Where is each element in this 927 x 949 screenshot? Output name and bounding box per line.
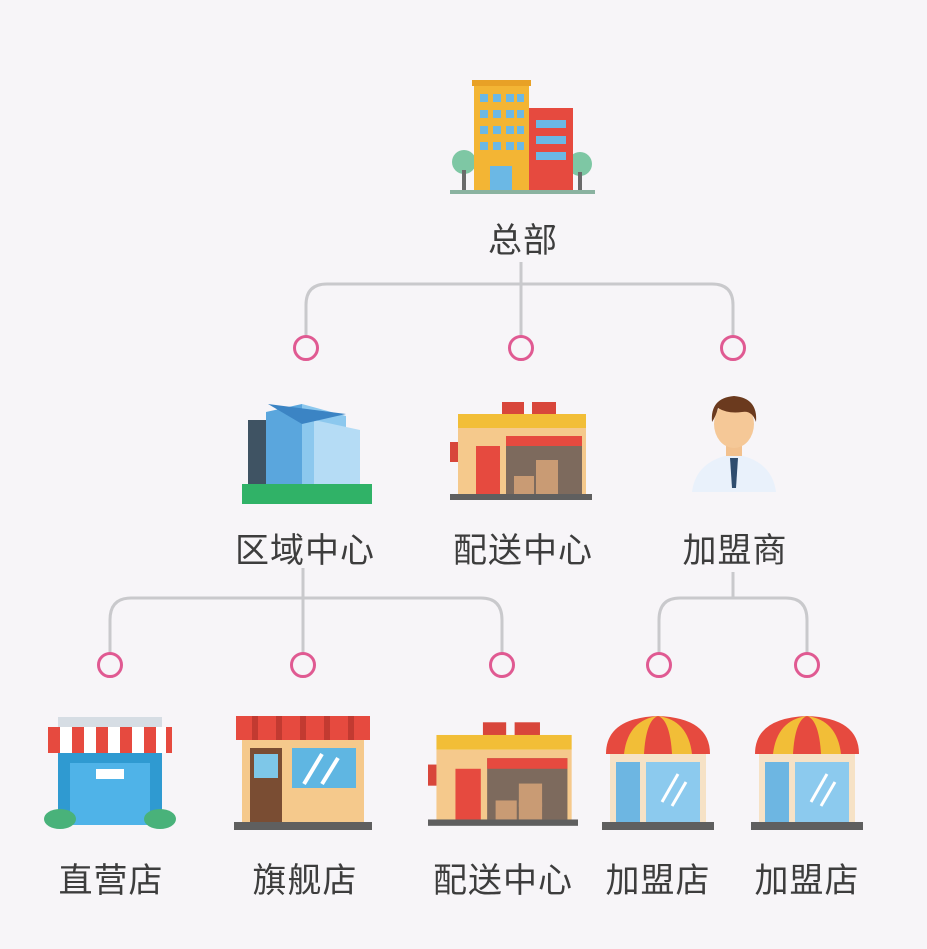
direct-store-icon [44, 717, 176, 829]
warehouse-icon [450, 402, 592, 500]
node-label-franchisee: 加盟商 [682, 531, 788, 571]
flagship-store-icon [234, 716, 372, 830]
node-label-fstore2: 加盟店 [754, 861, 860, 901]
node-dot-franchisee [720, 335, 746, 361]
node-dot-fstore2 [794, 652, 820, 678]
node-label-flagship: 旗舰店 [252, 861, 358, 901]
node-dot-dc2 [489, 652, 515, 678]
node-dot-fstore1 [646, 652, 672, 678]
node-dot-direct [97, 652, 123, 678]
warehouse-icon [428, 722, 578, 826]
node-label-fstore1: 加盟店 [605, 861, 711, 901]
headquarters-building-icon [450, 80, 595, 194]
franchise-store-icon [751, 716, 863, 830]
node-label-dc2: 配送中心 [433, 861, 573, 901]
node-label-dc1: 配送中心 [453, 531, 593, 571]
node-dot-dc1 [508, 335, 534, 361]
connector-region-bar [108, 596, 504, 655]
node-dot-region [293, 335, 319, 361]
node-label-direct: 直营店 [58, 861, 164, 901]
connector-franchisee-bar [657, 596, 809, 655]
node-label-region: 区域中心 [235, 531, 375, 571]
franchise-store-icon [602, 716, 714, 830]
node-dot-flagship [290, 652, 316, 678]
businessman-icon [692, 396, 776, 492]
regional-center-building-icon [242, 404, 372, 504]
node-label-root: 总部 [488, 221, 558, 261]
